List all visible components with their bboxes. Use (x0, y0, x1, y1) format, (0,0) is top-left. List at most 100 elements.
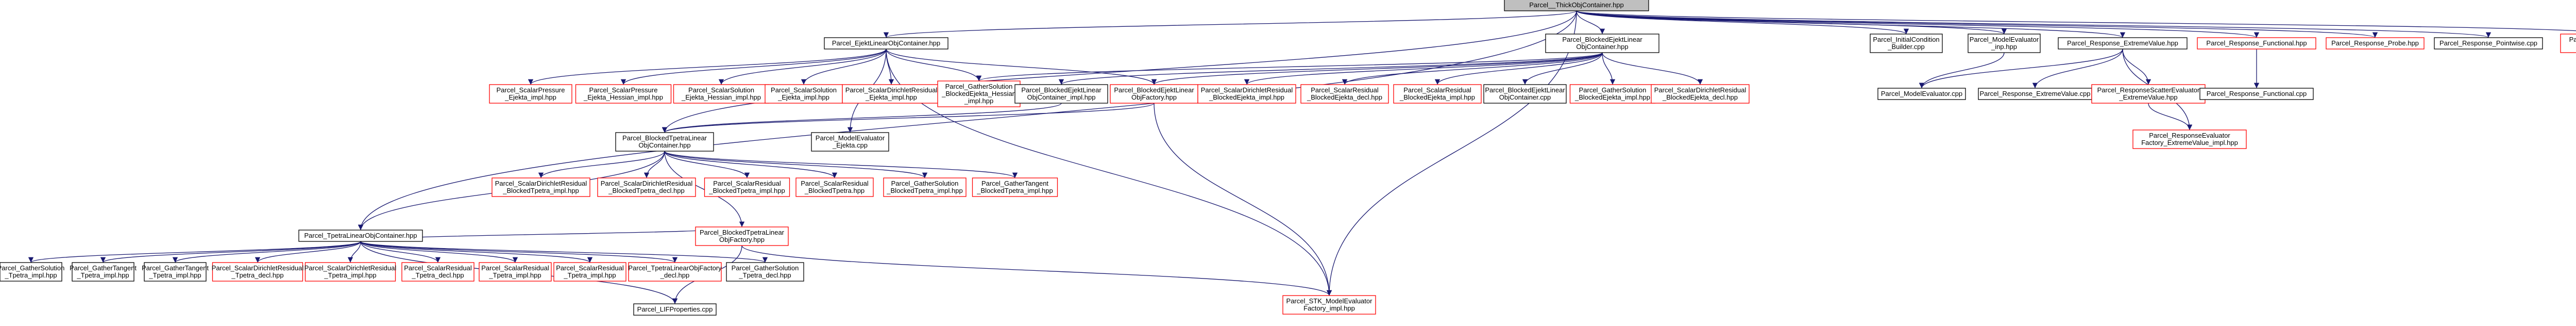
node-label: Parcel_ScalarDirichletResidual (1654, 86, 1747, 94)
node-label: _Ejekta_impl.hpp (504, 93, 556, 101)
node-label: Parcel_Response_Binary (2569, 36, 2576, 43)
node-sc-dir-res-bej[interactable]: Parcel_ScalarDirichletResidual_BlockedEj… (1197, 84, 1296, 104)
node-sc-dir-res-t-impl[interactable]: Parcel_ScalarDirichletResidual_Tpetra_im… (304, 262, 397, 282)
node-root[interactable]: Parcel__ThickObjContainer.hpp (1504, 0, 1649, 11)
node-sc-pres-ej-hess[interactable]: Parcel_ScalarPressure_Ejekta_Hessian_imp… (575, 84, 672, 104)
node-model-eval-cpp[interactable]: Parcel_ModelEvaluator.cpp (1877, 88, 1966, 100)
node-box (492, 177, 590, 197)
node-label: _decl.hpp (660, 271, 689, 279)
edge-bt-lin-obj-to-gath-sol-bt (664, 151, 927, 178)
node-label: Parcel_Response_Pointwise.cpp (2439, 39, 2537, 47)
node-bej-lin-obj[interactable]: Parcel_BlockedEjektLinearObjContainer.hp… (1545, 34, 1659, 53)
node-resp-ext-cpp[interactable]: Parcel_Response_ExtremeValue.cpp (1978, 88, 2092, 100)
node-label: _BlockedEjekta_impl.hpp (1209, 93, 1284, 101)
node-gath-sol-bej[interactable]: Parcel_GatherSolution_BlockedEjekta_impl… (1569, 84, 1656, 104)
node-sc-res-bt[interactable]: Parcel_ScalarResidual_BlockedTpetra.hpp (795, 177, 874, 197)
node-resp-func-hpp[interactable]: Parcel_Response_Functional.hpp (2197, 37, 2316, 50)
node-ej-lin-obj[interactable]: Parcel_EjektLinearObjContainer.hpp (824, 37, 948, 50)
node-sc-res-t-decl[interactable]: Parcel_ScalarResidual_Tpetra_decl.hpp (401, 262, 474, 282)
node-label: Parcel_ScalarDirichletResidual (212, 264, 304, 272)
node-resp-binary[interactable]: Parcel_Response_Binary_impl.hpp (2560, 34, 2576, 53)
node-label: ObjFactory.hpp (719, 236, 765, 243)
node-bt-lin-obj[interactable]: Parcel_BlockedTpetraLinearObjContainer.h… (615, 132, 714, 152)
node-t-lin-obj[interactable]: Parcel_TpetraLinearObjContainer.hpp (298, 230, 423, 242)
node-model-eval-ej[interactable]: Parcel_ModelEvaluator_Ejekta.cpp (811, 132, 889, 152)
node-label: Parcel_ScalarResidual (801, 180, 869, 187)
edge-root-to-init-cond (1576, 10, 1909, 35)
node-label: ObjContainer.cpp (1499, 93, 1551, 101)
node-sc-dir-res-ej[interactable]: Parcel_ScalarDirichletResidual_Ejekta_im… (842, 84, 941, 104)
node-sc-sol-ej-hess[interactable]: Parcel_ScalarSolution_Ejekta_Hessian_imp… (673, 84, 770, 104)
node-label: _Tpetra_impl.hpp (563, 271, 616, 279)
node-label: Parcel_LIFProperties.cpp (637, 305, 713, 313)
node-gath-sol-t-decl[interactable]: Parcel_GatherSolution_Tpetra_decl.hpp (726, 262, 804, 282)
node-label: _Ejekta_impl.hpp (865, 93, 917, 101)
node-gath-sol-bej-hess[interactable]: Parcel_GatherSolution_BlockedEjekta_Hess… (937, 80, 1021, 107)
edge-bej-lin-obj-to-sc-dir-res-bej-decl (1602, 52, 1703, 85)
edge-bej-lin-obj-to-bej-lin-obj-cpp (1522, 52, 1603, 85)
node-sc-dir-res-bej-decl[interactable]: Parcel_ScalarDirichletResidual_BlockedEj… (1651, 84, 1750, 104)
node-label: _BlockedTpetra_impl.hpp (502, 187, 579, 194)
node-sc-sol-ej[interactable]: Parcel_ScalarSolution_Ejekta_impl.hpp (765, 84, 843, 104)
node-sc-dir-res-bt[interactable]: Parcel_ScalarDirichletResidual_BlockedTp… (492, 177, 590, 197)
edge-root-to-resp-probe (1576, 10, 2378, 38)
node-resp-ext-hpp[interactable]: Parcel_Response_ExtremeValue.hpp (2058, 37, 2188, 50)
node-gath-tar-t[interactable]: Parcel_GatherTangent_Tpetra_impl.hpp (142, 262, 209, 282)
node-sc-dir-res-t-decl[interactable]: Parcel_ScalarDirichletResidual_Tpetra_de… (212, 262, 304, 282)
node-box (726, 262, 804, 282)
edge-t-lin-obj-to-sc-res-t-impl2 (360, 241, 592, 263)
edge-bt-lin-obj-to-sc-res-bt (664, 151, 838, 178)
node-box (633, 303, 717, 316)
node-label: Parcel_ScalarSolution (688, 86, 754, 94)
node-stk-fac[interactable]: Parcel_STK_ModelEvaluatorFactory_impl.hp… (1282, 295, 1376, 315)
node-bej-lin-obj-impl[interactable]: Parcel_BlockedEjektLinearObjContainer_im… (1014, 84, 1108, 104)
node-model-eval-inp[interactable]: Parcel_ModelEvaluator_inp.hpp (1968, 34, 2041, 53)
node-box (2197, 37, 2316, 50)
node-gath-tan-bt[interactable]: Parcel_GatherTangent_BlockedTpetra_impl.… (972, 177, 1058, 197)
node-gath-tan-t[interactable]: Parcel_GatherTangent_Tpetra_impl.hpp (70, 262, 137, 282)
node-sc-pres-ej[interactable]: Parcel_ScalarPressure_Ejekta_impl.hpp (489, 84, 572, 104)
node-label: Factory_impl.hpp (1303, 304, 1355, 312)
node-label: Parcel_GatherTangent (70, 264, 137, 272)
node-label: _ExtremeValue.hpp (2119, 93, 2177, 101)
edge-ej-lin-obj-to-bej-lin-fac (886, 48, 1157, 85)
node-gath-sol-bt[interactable]: Parcel_GatherSolution_BlockedTpetra_impl… (883, 177, 967, 197)
node-label: Parcel_GatherSolution (891, 180, 959, 187)
node-sc-res-t-impl2[interactable]: Parcel_ScalarResidual_Tpetra_impl.hpp (553, 262, 626, 282)
node-label: _Tpetra_impl.hpp (324, 271, 376, 279)
edge-bt-lin-obj-to-sc-res-bt-impl (664, 151, 750, 178)
edge-t-lin-obj-to-gath-sol-t-decl (360, 241, 768, 263)
edge-root-to-resp-func-hpp (1576, 10, 2259, 38)
node-init-cond[interactable]: Parcel_InitialCondition_Builder.cpp (1870, 34, 1943, 53)
node-t-lin-fac-decl[interactable]: Parcel_TpetraLinearObjFactory_decl.hpp (628, 262, 722, 282)
node-label: Parcel_ScalarPressure (497, 86, 565, 94)
node-bej-lin-obj-cpp[interactable]: Parcel_BlockedEjektLinearObjContainer.cp… (1483, 84, 1567, 104)
node-label: Parcel_GatherSolution (945, 83, 1013, 90)
node-sc-res-bt-impl[interactable]: Parcel_ScalarResidual_BlockedTpetra_impl… (704, 177, 790, 197)
edge-bej-lin-obj-to-sc-dir-res-bej (1244, 52, 1603, 85)
node-resp-probe[interactable]: Parcel_Response_Probe.hpp (2326, 37, 2425, 50)
node-resp-sc-ext[interactable]: Parcel_ResponseScatterEvaluator_ExtremeV… (2091, 84, 2206, 104)
node-sc-res-bej-decl[interactable]: Parcel_ScalarResidual_BlockedEjekta_decl… (1300, 84, 1389, 104)
node-sc-res-t-impl[interactable]: Parcel_ScalarResidual_Tpetra_impl.hpp (479, 262, 552, 282)
node-label: ObjFactory.hpp (1131, 93, 1177, 101)
edge-t-lin-obj-to-t-lin-fac-decl (360, 241, 677, 263)
node-resp-eval-fac[interactable]: Parcel_ResponseEvaluatorFactory_ExtremeV… (2132, 129, 2247, 149)
node-label: _BlockedEjekta_decl.hpp (1307, 93, 1382, 101)
node-sc-dir-res-bt-decl[interactable]: Parcel_ScalarDirichletResidual_BlockedTp… (597, 177, 696, 197)
node-label: Parcel_ModelEvaluator.cpp (1881, 90, 1962, 97)
node-lif-cpp[interactable]: Parcel_LIFProperties.cpp (633, 303, 717, 316)
node-resp-pointwise[interactable]: Parcel_Response_Pointwise.cpp (2434, 37, 2543, 50)
node-box (1197, 84, 1296, 104)
edge-bt-lin-obj-to-sc-dir-res-bt-decl (643, 151, 665, 178)
edge-bt-lin-obj-to-gath-tan-bt (664, 151, 1018, 178)
node-label: Parcel__ThickObjContainer.hpp (1529, 1, 1624, 9)
edge-bej-lin-obj-impl-to-bt-lin-obj (662, 103, 1062, 133)
node-resp-func-cpp[interactable]: Parcel_Response_Functional.cpp (2199, 88, 2314, 100)
node-label: Parcel_BlockedEjektLinear (1562, 36, 1642, 43)
node-gath-sol-t[interactable]: Parcel_GatherSolution_Tpetra_impl.hpp (0, 262, 64, 282)
node-sc-res-bej-impl[interactable]: Parcel_ScalarResidual_BlockedEjekta_impl… (1393, 84, 1482, 104)
